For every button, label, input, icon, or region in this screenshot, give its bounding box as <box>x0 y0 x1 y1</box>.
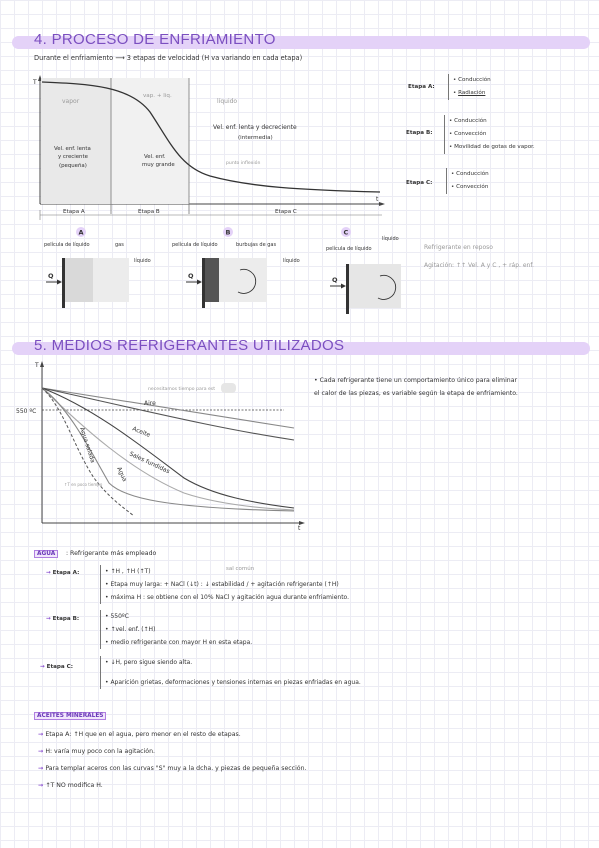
diagram-c-q: Q <box>332 276 338 284</box>
stage-a-mechanisms: • Conducción • Radiación <box>448 74 491 100</box>
note-c-2: (intermedia) <box>238 135 273 141</box>
region-vap-liq: vap. + liq. <box>143 93 172 99</box>
list-item: • Convección <box>451 184 489 190</box>
agua-stage-c-label: → Etapa C: <box>40 664 73 670</box>
stage-a-label: Etapa A <box>63 209 85 215</box>
agua-tag: AGUA <box>34 550 59 558</box>
note-max-time: necesitamos tiempo para est <box>148 386 215 392</box>
title-highlight <box>12 342 590 355</box>
stage-diagrams: A película de líquido gas líquido Q B pe… <box>44 227 401 314</box>
description-line: • Cada refrigerante tiene un comportamie… <box>314 377 518 384</box>
diagram-b-letter: B <box>226 229 231 237</box>
stage-b-mechanisms: • Conducción • Convección • Movilidad de… <box>444 115 535 154</box>
list-item: • medio refrigerante con mayor H en esta… <box>105 639 253 646</box>
agua-stage-a-items: • ↑H , ↑H (↑T) • Etapa muy larga: + NaCl… <box>100 565 349 604</box>
list-item: • Etapa muy larga: + NaCl (↓t) : ↓ estab… <box>105 581 339 588</box>
list-item: • ↑H , ↑H (↑T) <box>105 568 151 575</box>
stage-c-label: Etapa C <box>275 209 297 215</box>
y-tick-550: 550 ºC <box>16 408 36 415</box>
stage-b-mechanism-label: Etapa B: <box>406 130 433 136</box>
refrigerant-note-rest: Refrigerante en reposo <box>424 244 493 251</box>
list-item: → ↑T NO modifica H. <box>38 782 103 789</box>
section-title: 4. PROCESO DE ENFRIAMIENTO <box>34 31 276 48</box>
list-item: • máxima H : se obtiene con el 10% NaCl … <box>105 594 350 601</box>
note-a-2: y creciente <box>58 154 89 160</box>
curve-label-agua-salada: Agua salada <box>78 426 96 464</box>
section-subtitle: Durante el enfriamiento ⟶ 3 etapas de ve… <box>34 54 303 62</box>
aceites-tag: ACEITES MINERALES <box>34 712 107 720</box>
diagram-a-gas: gas <box>115 242 124 248</box>
note-inflexion: punto inflexión <box>226 159 260 166</box>
axis-time-label: t <box>376 196 379 203</box>
list-item: → Etapa A: ↑H que en el agua, pero menor… <box>38 731 241 738</box>
note-a-3: (pequeña) <box>59 163 87 169</box>
agua-stage-c-items: • ↓H, pero sigue siendo alta. • Aparició… <box>100 656 361 689</box>
list-item: • Movilidad de gotas de vapor. <box>449 144 535 150</box>
list-item: • Radiación <box>453 90 486 96</box>
list-item: • Conducción <box>451 171 489 177</box>
diagram-b-liquid: líquido <box>283 257 300 264</box>
list-item: → Para templar aceros con las curvas "S"… <box>38 765 307 772</box>
stage-a-mechanism-label: Etapa A: <box>408 84 435 90</box>
diagram-a-letter: A <box>79 229 84 237</box>
title-highlight <box>12 36 590 49</box>
region-vapor: vapor <box>62 98 80 105</box>
diagram-c-liquid: líquido <box>382 235 399 242</box>
diagram-c-letter: C <box>344 229 349 237</box>
list-item: • Conducción <box>449 118 487 124</box>
sal-comun-note: sal común <box>226 566 255 572</box>
diagram-b-bubbles: burbujas de gas <box>236 242 276 248</box>
note-b-2: muy grande <box>142 162 175 168</box>
diagram-c-film: película de líquido <box>326 245 372 252</box>
list-item: • Aparición grietas, deformaciones y ten… <box>105 679 361 686</box>
diagram-a-liquid: líquido <box>134 257 151 264</box>
list-item: → H: varía muy poco con la agitación. <box>38 748 155 755</box>
aceites-list: → Etapa A: ↑H que en el agua, pero menor… <box>38 726 306 794</box>
axis-time-label: t <box>298 525 301 530</box>
section-title: 5. MEDIOS REFRIGERANTES UTILIZADOS <box>34 337 345 354</box>
curve-label-agua: Agua <box>115 466 128 483</box>
note-c-1: Vel. enf. lenta y decreciente <box>213 124 297 131</box>
list-item: • 550ºC <box>105 613 129 620</box>
refrigerant-description: • Cada refrigerante tiene un comportamie… <box>314 374 518 400</box>
curve-label-aceite: Aceite <box>131 425 151 439</box>
refrigerant-note-agitation: Agitación: ↑↑ Vel. A y C , + ráp. enf. <box>424 262 534 269</box>
diagram-a-q: Q <box>48 272 54 280</box>
diagram-b-q: Q <box>188 272 194 280</box>
stage-c-mechanism-label: Etapa C: <box>406 180 433 186</box>
diagram-b-film: película de líquido <box>172 241 218 248</box>
agua-stage-b-items: • 550ºC • ↑vel. enf. (↑H) • medio refrig… <box>100 610 252 649</box>
list-item: • ↓H, pero sigue siendo alta. <box>105 659 193 666</box>
cooling-curve-chart: T t vapor vap. + liq. líquido Vel. enf. … <box>32 75 385 220</box>
description-line: el calor de las piezas, es variable segú… <box>314 390 518 397</box>
curve-label-aire: Aire <box>144 400 156 407</box>
note-small: ↑T en poco tiempo <box>64 482 103 487</box>
stage-b-label: Etapa B <box>138 209 160 215</box>
region-liquido: líquido <box>217 98 237 105</box>
axis-t-label: T <box>32 79 37 86</box>
agua-stage-b-label: → Etapa B: <box>46 616 80 622</box>
agua-intro: : Refrigerante más empleado <box>66 550 157 557</box>
note-a-1: Vel. enf. lenta <box>54 146 91 152</box>
list-item: • ↑vel. enf. (↑H) <box>105 626 156 633</box>
list-item: • Convección <box>449 131 487 137</box>
note-b-1: Vel. enf. <box>144 154 166 160</box>
diagram-a-film: película de líquido <box>44 241 90 248</box>
refrigerants-chart: T t 550 ºC necesitamos tiempo para est A… <box>16 361 305 530</box>
axis-t-label: T <box>34 362 39 369</box>
list-item: • Conducción <box>453 77 491 83</box>
agua-stage-a-label: → Etapa A: <box>46 570 80 576</box>
stage-c-mechanisms: • Conducción • Convección <box>446 168 489 194</box>
